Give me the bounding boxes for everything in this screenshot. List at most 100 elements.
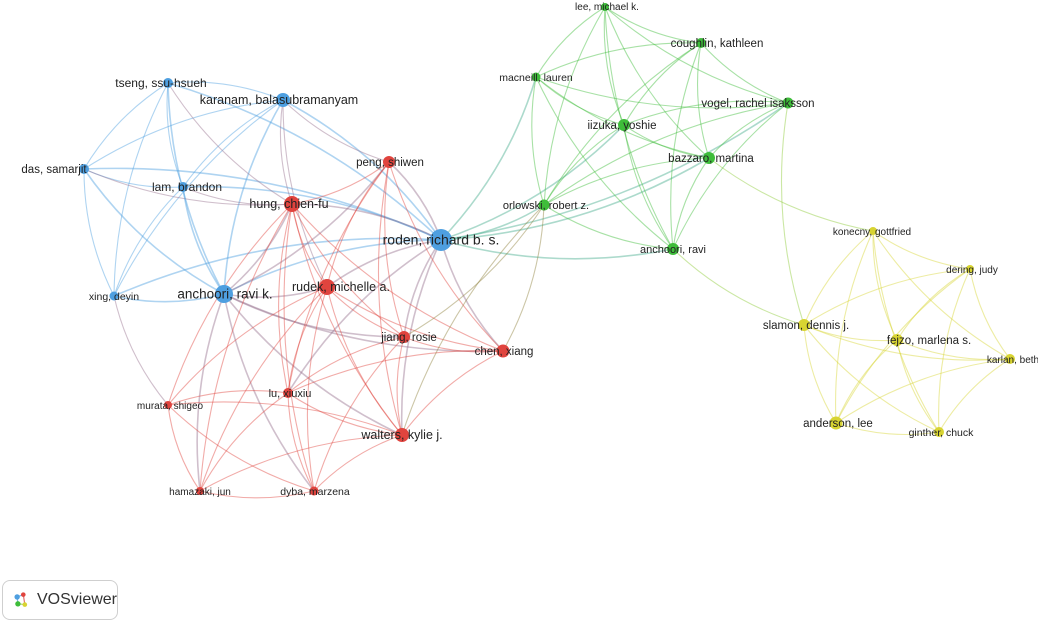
edge-lee-vogel xyxy=(604,6,789,104)
edge-hung-jiang xyxy=(291,203,405,338)
node-layer xyxy=(79,3,1015,496)
edge-hung-murata xyxy=(167,203,293,406)
edge-bazzaro-anchoori_r xyxy=(672,157,710,250)
node-label-hung: hung, chien-fu xyxy=(249,197,328,211)
node-label-chen: chen, xiang xyxy=(475,346,534,358)
edge-chen-orlowski xyxy=(502,204,545,352)
edge-coughlin-vogel xyxy=(700,42,789,104)
node-walters[interactable] xyxy=(395,428,409,442)
node-lee[interactable] xyxy=(601,3,609,11)
edge-roden-macneill xyxy=(440,76,537,241)
edge-murata-hamazaki xyxy=(167,404,201,492)
vosviewer-badge[interactable]: VOSviewer xyxy=(2,580,118,620)
node-label-anderson: anderson, lee xyxy=(803,418,873,430)
edge-roden-orlowski xyxy=(440,204,545,241)
node-dering[interactable] xyxy=(966,265,974,273)
node-hung[interactable] xyxy=(284,196,300,212)
node-das[interactable] xyxy=(79,164,89,174)
edge-lee-orlowski xyxy=(543,6,606,206)
edge-lee-bazzaro xyxy=(604,6,710,159)
edge-hung-chen xyxy=(291,203,504,352)
edge-rudek-murata xyxy=(167,286,328,406)
edge-karanam-tseng xyxy=(167,81,284,101)
node-lu[interactable] xyxy=(283,388,293,398)
edge-coughlin-bazzaro xyxy=(696,42,710,159)
node-label-fejzo: fejzo, marlena s. xyxy=(887,335,971,347)
edge-das-lam xyxy=(83,168,184,188)
edge-peng-walters xyxy=(377,161,403,436)
node-anchoori_r[interactable] xyxy=(667,243,679,255)
edge-jiang-chen xyxy=(403,336,504,353)
node-konecny[interactable] xyxy=(869,227,877,235)
node-hamazaki[interactable] xyxy=(196,487,204,495)
node-ginther[interactable] xyxy=(934,427,944,437)
edge-das-hung xyxy=(83,168,293,206)
edge-anchoori_k-rudek xyxy=(223,286,328,298)
node-chen[interactable] xyxy=(496,344,510,358)
edge-das-xing xyxy=(83,168,115,297)
edge-konecny-karlan xyxy=(872,230,1011,360)
edge-rudek-dyba xyxy=(306,286,328,492)
edge-anchoori_k-jiang xyxy=(223,293,405,338)
node-tseng[interactable] xyxy=(163,78,173,88)
node-label-dering: dering, judy xyxy=(946,265,998,276)
edge-iizuka-bazzaro xyxy=(623,124,710,159)
edge-vogel-iizuka xyxy=(623,100,789,126)
edge-coughlin-orlowski xyxy=(543,42,702,206)
edge-roden-jiang xyxy=(403,239,442,338)
node-macneill[interactable] xyxy=(531,72,541,82)
edge-roden-bazzaro xyxy=(440,157,710,241)
edge-dering-karlan xyxy=(969,268,1011,360)
edge-roden-karanam xyxy=(282,99,442,241)
edge-bazzaro-konecny xyxy=(708,157,874,232)
node-slamon[interactable] xyxy=(798,319,810,331)
node-lam[interactable] xyxy=(178,182,188,192)
edge-lu-walters xyxy=(287,392,403,436)
edge-slamon-fejzo xyxy=(803,324,898,342)
edge-lee-iizuka xyxy=(603,6,625,126)
edge-konecny-anderson xyxy=(835,230,874,424)
node-peng[interactable] xyxy=(383,156,395,168)
edge-vogel-slamon xyxy=(780,102,805,326)
node-label-anchoori_r: anchoori, ravi xyxy=(640,244,706,256)
node-fejzo[interactable] xyxy=(891,334,903,346)
edge-bazzaro-orlowski xyxy=(543,157,710,206)
edge-roden-anchoori_r xyxy=(440,239,674,260)
node-vogel[interactable] xyxy=(782,97,794,109)
node-label-roden: roden, richard b. s. xyxy=(383,232,500,248)
node-label-murata: murata, shigeo xyxy=(137,401,204,412)
edge-peng-lu xyxy=(287,161,390,394)
edge-roden-vogel xyxy=(440,102,789,241)
edge-orlowski-walters xyxy=(401,204,545,436)
node-anderson[interactable] xyxy=(829,416,843,430)
node-label-lu: lu, xiuxiu xyxy=(269,388,312,400)
node-coughlin[interactable] xyxy=(696,38,706,48)
edge-iizuka-orlowski xyxy=(543,124,625,206)
node-orlowski[interactable] xyxy=(538,199,550,211)
edge-anchoori_k-peng xyxy=(223,161,390,295)
edge-karanam-das xyxy=(83,99,284,170)
edge-das-anchoori_k xyxy=(83,168,225,295)
edge-karanam-hung xyxy=(279,99,293,205)
node-dyba[interactable] xyxy=(309,486,319,496)
node-anchoori_k[interactable] xyxy=(215,285,233,303)
node-bazzaro[interactable] xyxy=(703,152,715,164)
edge-karanam-rudek xyxy=(282,99,328,288)
node-roden[interactable] xyxy=(430,229,452,251)
node-label-tseng: tseng, ssu-hsueh xyxy=(115,76,206,90)
edge-roden-walters xyxy=(400,239,442,436)
edge-lam-xing xyxy=(113,186,184,297)
node-jiang[interactable] xyxy=(398,331,410,343)
edge-konecny-slamon xyxy=(803,230,874,326)
edge-orlowski-anchoori_r xyxy=(543,204,674,250)
edge-vogel-bazzaro xyxy=(708,102,789,159)
node-karlan[interactable] xyxy=(1005,354,1015,364)
edge-hung-walters xyxy=(291,203,403,436)
node-rudek[interactable] xyxy=(319,279,335,295)
edge-macneill-orlowski xyxy=(531,76,545,206)
node-xing[interactable] xyxy=(109,291,119,301)
node-murata[interactable] xyxy=(164,401,172,409)
node-label-orlowski: orlowski, robert z. xyxy=(503,200,589,212)
node-iizuka[interactable] xyxy=(618,119,630,131)
node-karanam[interactable] xyxy=(276,93,290,107)
